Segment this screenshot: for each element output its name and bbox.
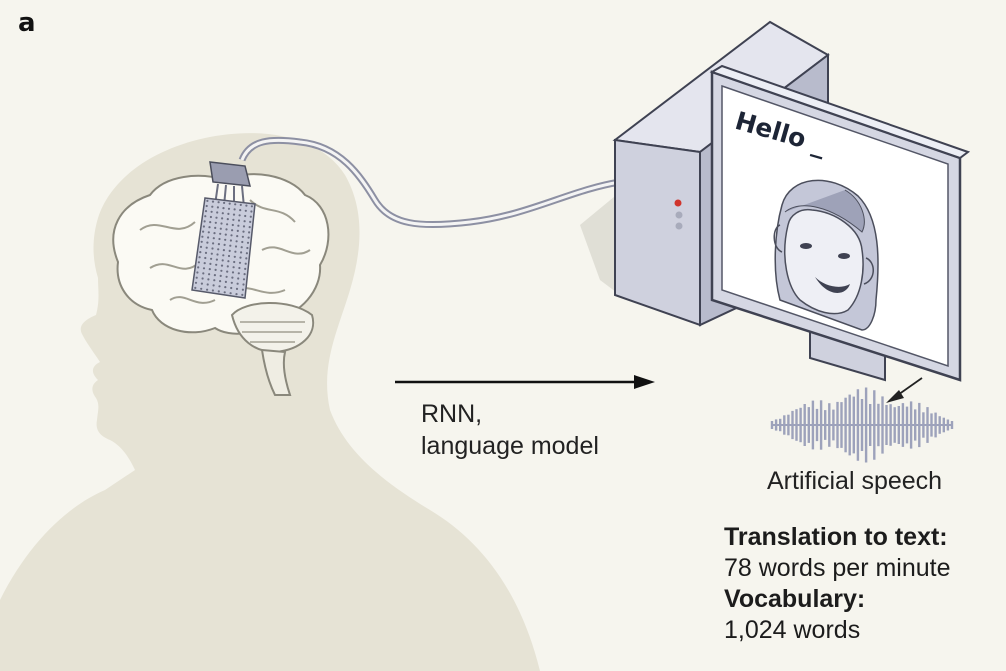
- arrow-label-line2: language model: [421, 432, 599, 460]
- avatar-face: [773, 179, 879, 331]
- speech-arrow: [886, 377, 923, 403]
- arrow-label-line1: RNN,: [421, 400, 483, 428]
- panel-label: a: [18, 8, 36, 38]
- speech-waveform: [770, 387, 954, 463]
- translation-value: 78 words per minute: [724, 554, 951, 582]
- electrode-array: [191, 197, 256, 299]
- implant-connector: [209, 161, 251, 208]
- vocabulary-value: 1,024 words: [724, 616, 861, 644]
- indicator-red-light: [674, 199, 682, 207]
- vocabulary-heading: Vocabulary:: [724, 585, 866, 613]
- speech-label: Artificial speech: [767, 467, 943, 495]
- process-arrow: [395, 375, 655, 389]
- device-shadow: [580, 192, 620, 295]
- stats-block: Translation to text: 78 words per minute…: [724, 522, 951, 646]
- translation-heading: Translation to text:: [724, 523, 948, 551]
- arrow-label: RNN, language model: [421, 398, 599, 462]
